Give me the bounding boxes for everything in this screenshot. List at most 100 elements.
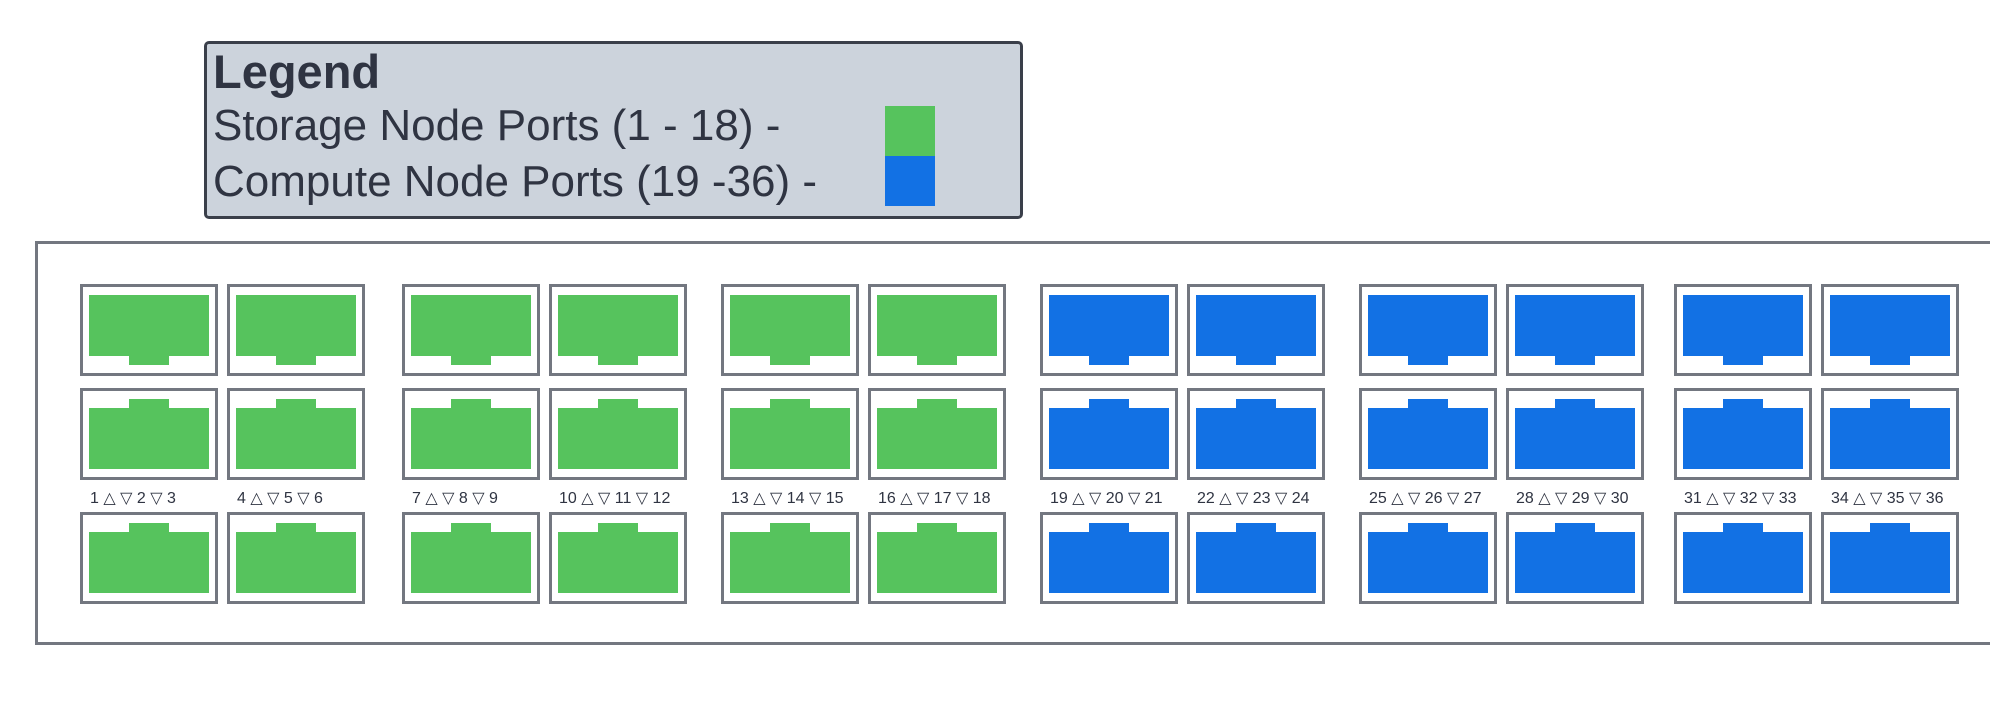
port-compute: [1506, 388, 1644, 480]
port-notch: [1236, 523, 1276, 534]
port-number-label: 28 △ ▽ 29 ▽ 30: [1516, 490, 1629, 507]
legend-compute-label: Compute Node Ports (19 -36) -: [213, 157, 818, 206]
storage-swatch: [885, 106, 935, 156]
port-notch: [1555, 399, 1595, 410]
port-compute: [1040, 284, 1178, 376]
port-fill: [1368, 295, 1488, 356]
port-fill: [236, 408, 356, 469]
port-notch: [1870, 354, 1910, 365]
port-fill: [1683, 408, 1803, 469]
port-compute: [1040, 512, 1178, 604]
port-notch: [598, 354, 638, 365]
port-notch: [451, 354, 491, 365]
port-notch: [770, 354, 810, 365]
port-number-label: 16 △ ▽ 17 ▽ 18: [878, 490, 991, 507]
port-notch: [1089, 354, 1129, 365]
port-compute: [1187, 388, 1325, 480]
port-fill: [236, 532, 356, 593]
port-notch: [598, 399, 638, 410]
port-number-label: 31 △ ▽ 32 ▽ 33: [1684, 490, 1797, 507]
port-storage: [721, 388, 859, 480]
switch-chassis: [35, 241, 1990, 645]
port-fill: [730, 295, 850, 356]
compute-swatch: [885, 156, 935, 206]
port-fill: [89, 408, 209, 469]
port-storage: [80, 388, 218, 480]
port-notch: [598, 523, 638, 534]
port-compute: [1359, 388, 1497, 480]
port-number-label: 4 △ ▽ 5 ▽ 6: [237, 490, 323, 507]
port-notch: [1555, 354, 1595, 365]
port-fill: [411, 408, 531, 469]
port-fill: [877, 532, 997, 593]
port-fill: [1049, 408, 1169, 469]
port-compute: [1187, 284, 1325, 376]
port-fill: [558, 295, 678, 356]
port-fill: [236, 295, 356, 356]
port-storage: [402, 512, 540, 604]
port-storage: [721, 284, 859, 376]
port-compute: [1821, 284, 1959, 376]
legend-box: Legend Storage Node Ports (1 - 18) - Com…: [204, 41, 1023, 219]
port-notch: [1089, 523, 1129, 534]
port-fill: [558, 408, 678, 469]
port-fill: [1368, 408, 1488, 469]
port-number-label: 10 △ ▽ 11 ▽ 12: [559, 490, 671, 507]
port-storage: [402, 388, 540, 480]
port-number-label: 22 △ ▽ 23 ▽ 24: [1197, 490, 1310, 507]
port-storage: [80, 512, 218, 604]
port-fill: [1196, 408, 1316, 469]
port-notch: [1870, 399, 1910, 410]
port-notch: [129, 354, 169, 365]
port-storage: [227, 388, 365, 480]
port-storage: [549, 388, 687, 480]
port-compute: [1040, 388, 1178, 480]
port-number-label: 25 △ ▽ 26 ▽ 27: [1369, 490, 1482, 507]
port-storage: [549, 284, 687, 376]
port-storage: [227, 284, 365, 376]
port-compute: [1674, 388, 1812, 480]
port-storage: [721, 512, 859, 604]
port-compute: [1506, 284, 1644, 376]
port-fill: [1515, 295, 1635, 356]
port-fill: [1830, 532, 1950, 593]
port-compute: [1674, 284, 1812, 376]
port-notch: [1236, 354, 1276, 365]
port-storage: [868, 284, 1006, 376]
port-storage: [549, 512, 687, 604]
port-notch: [770, 399, 810, 410]
port-compute: [1187, 512, 1325, 604]
port-fill: [411, 295, 531, 356]
port-fill: [877, 295, 997, 356]
port-number-label: 19 △ ▽ 20 ▽ 21: [1050, 490, 1163, 507]
port-fill: [411, 532, 531, 593]
port-fill: [1683, 295, 1803, 356]
port-compute: [1359, 284, 1497, 376]
port-notch: [1408, 354, 1448, 365]
port-fill: [1830, 408, 1950, 469]
port-notch: [1408, 399, 1448, 410]
port-storage: [402, 284, 540, 376]
port-storage: [80, 284, 218, 376]
port-fill: [1049, 532, 1169, 593]
port-fill: [730, 532, 850, 593]
port-notch: [1723, 354, 1763, 365]
port-fill: [89, 532, 209, 593]
port-notch: [917, 399, 957, 410]
port-notch: [129, 523, 169, 534]
legend-title: Legend: [213, 45, 381, 98]
port-notch: [276, 523, 316, 534]
port-compute: [1506, 512, 1644, 604]
port-notch: [770, 523, 810, 534]
port-compute: [1821, 512, 1959, 604]
port-notch: [917, 354, 957, 365]
port-fill: [1196, 532, 1316, 593]
port-fill: [558, 532, 678, 593]
port-fill: [1515, 532, 1635, 593]
port-fill: [1830, 295, 1950, 356]
port-fill: [730, 408, 850, 469]
port-notch: [129, 399, 169, 410]
port-fill: [1683, 532, 1803, 593]
port-fill: [89, 295, 209, 356]
port-notch: [1089, 399, 1129, 410]
